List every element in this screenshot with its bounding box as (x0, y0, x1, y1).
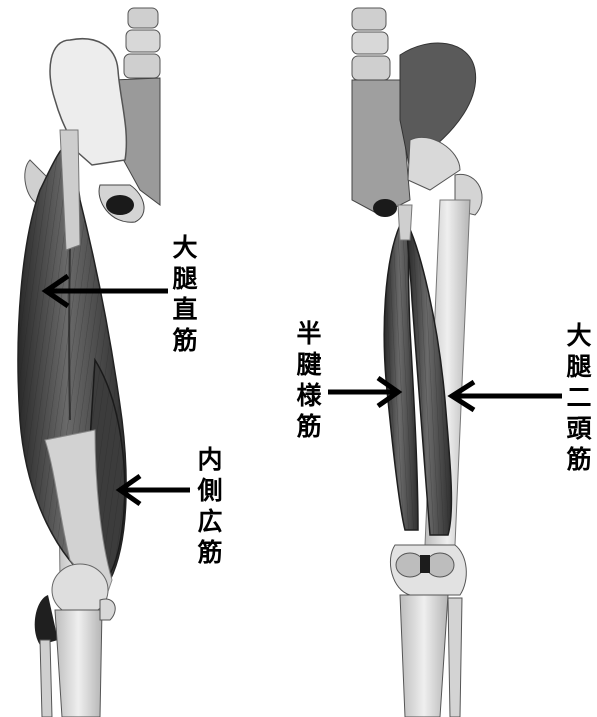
label-char: 筋 (195, 537, 225, 568)
label-char: 内 (195, 444, 225, 475)
label-char: 二 (564, 382, 594, 413)
arrow-semitendinosus (328, 378, 398, 406)
label-char: 腿 (564, 351, 594, 382)
label-char: 腿 (170, 263, 200, 294)
label-char: 広 (195, 506, 225, 537)
label-char: 大 (170, 232, 200, 263)
arrow-biceps-femoris (452, 382, 562, 410)
label-char: 腱 (294, 349, 324, 380)
label-char: 大 (564, 320, 594, 351)
anterior-thigh (18, 8, 160, 717)
label-biceps-femoris: 大 腿 二 頭 筋 (564, 320, 594, 475)
lower-leg-right (400, 595, 462, 717)
arrow-rectus-femoris (46, 276, 168, 306)
label-char: 半 (294, 318, 324, 349)
label-semitendinosus: 半 腱 様 筋 (294, 318, 324, 442)
lower-leg-left (35, 595, 115, 717)
label-char: 側 (195, 475, 225, 506)
label-vastus-medialis: 内 側 広 筋 (195, 444, 225, 568)
spine-left (124, 8, 160, 78)
arrow-vastus-medialis (120, 476, 190, 504)
label-char: 筋 (564, 444, 594, 475)
posterior-thigh (352, 8, 482, 717)
label-char: 様 (294, 380, 324, 411)
label-char: 筋 (170, 325, 200, 356)
label-char: 筋 (294, 411, 324, 442)
label-rectus-femoris: 大 腿 直 筋 (170, 232, 200, 356)
spine-right (352, 8, 390, 80)
label-char: 直 (170, 294, 200, 325)
knee-right (390, 545, 466, 595)
label-char: 頭 (564, 413, 594, 444)
